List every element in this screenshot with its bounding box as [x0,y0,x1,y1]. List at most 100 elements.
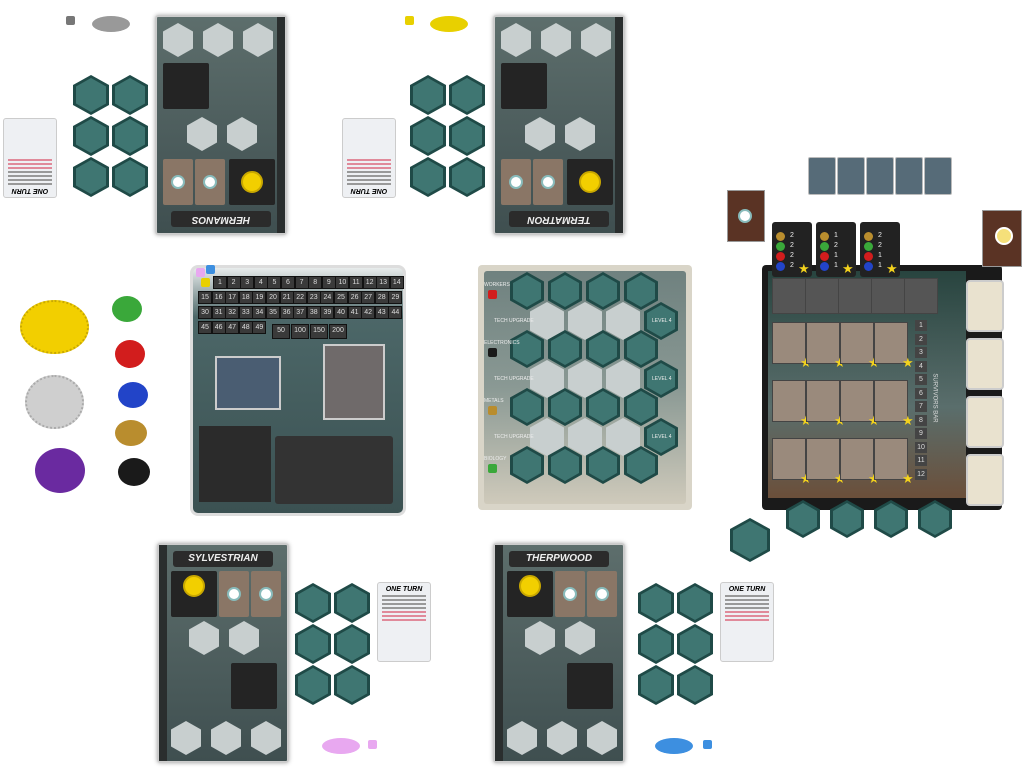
tech-action-hex[interactable] [624,272,658,310]
player-marker-sylvestrian[interactable] [322,738,360,754]
level-4-hex[interactable] [644,418,678,456]
tech-action-hex[interactable] [548,272,582,310]
survivor-tile[interactable] [966,280,1004,332]
survivor-card[interactable] [772,380,806,422]
action-hex-tile[interactable] [295,624,331,664]
black-cube-pile[interactable] [118,458,150,486]
top-card[interactable] [895,157,923,195]
action-hex-tile[interactable] [677,624,713,664]
player-cube-sylvestrian[interactable] [368,740,377,749]
action-hex-tile[interactable] [677,665,713,705]
purple-worker-pile[interactable] [35,448,85,493]
tech-action-hex[interactable] [586,330,620,368]
tech-action-hex[interactable] [548,446,582,484]
action-hex-tile[interactable] [449,75,485,115]
survivor-card[interactable] [840,322,874,364]
tech-action-hex[interactable] [624,388,658,426]
action-hex-tile[interactable] [638,583,674,623]
tech-action-hex[interactable] [510,446,544,484]
tech-upgrade-hex[interactable] [530,418,564,456]
tech-upgrade-hex[interactable] [568,418,602,456]
survivor-card[interactable] [806,322,840,364]
survivor-card[interactable] [874,322,908,364]
tech-action-hex[interactable] [586,446,620,484]
player-marker-termatron[interactable] [430,16,468,32]
tech-action-hex[interactable] [586,388,620,426]
green-cube-pile[interactable] [112,296,142,322]
tech-action-hex[interactable] [510,272,544,310]
top-card[interactable] [924,157,952,195]
survivor-card[interactable] [840,380,874,422]
action-hex-tile[interactable] [410,116,446,156]
action-hex-tile[interactable] [334,624,370,664]
tech-upgrade-hex[interactable] [568,360,602,398]
one-turn-card[interactable]: ONE TURN [342,118,396,198]
event-deck[interactable] [323,344,385,420]
gold-coin-pile[interactable] [20,300,89,354]
action-hex-tile[interactable] [410,75,446,115]
action-hex-tile[interactable] [449,116,485,156]
action-hex-tile[interactable] [295,583,331,623]
survivor-card[interactable] [806,380,840,422]
tech-action-hex[interactable] [548,388,582,426]
top-card[interactable] [837,157,865,195]
player-marker-therpwood[interactable] [655,738,693,754]
tech-upgrade-hex[interactable] [606,302,640,340]
action-hex-tile[interactable] [638,624,674,664]
tech-action-hex[interactable] [510,388,544,426]
action-hex-tile[interactable] [334,665,370,705]
tech-upgrade-hex[interactable] [530,302,564,340]
survivor-card[interactable] [874,380,908,422]
score-marker-pink[interactable] [196,268,205,277]
action-hex-tile[interactable] [112,157,148,197]
blue-cube-pile[interactable] [118,382,148,408]
action-hex-tile[interactable] [73,157,109,197]
tech-upgrade-hex[interactable] [606,360,640,398]
tech-action-hex[interactable] [548,330,582,368]
top-card[interactable] [808,157,836,195]
score-marker-yellow[interactable] [201,278,210,287]
brown-cube-pile[interactable] [115,420,147,446]
draw-deck[interactable] [215,356,281,410]
player-cube-termatron[interactable] [405,16,414,25]
tech-action-hex[interactable] [510,330,544,368]
player-cube-hermanos[interactable] [66,16,75,25]
tech-action-hex[interactable] [624,330,658,368]
survivor-card[interactable] [874,438,908,480]
one-turn-card[interactable]: ONE TURN [3,118,57,198]
survivor-tile[interactable] [966,454,1004,506]
survivor-card[interactable] [806,438,840,480]
survivor-card[interactable] [840,438,874,480]
tech-upgrade-hex[interactable] [530,360,564,398]
action-hex-tile[interactable] [677,583,713,623]
player-cube-therpwood[interactable] [703,740,712,749]
top-card[interactable] [866,157,894,195]
one-turn-card[interactable]: ONE TURN [720,582,774,662]
survivor-tile[interactable] [966,396,1004,448]
tech-upgrade-hex[interactable] [606,418,640,456]
score-marker-blue[interactable] [206,265,215,274]
action-hex-tile[interactable] [449,157,485,197]
gray-token-pile[interactable] [25,375,84,429]
tech-upgrade-hex[interactable] [568,302,602,340]
level-4-hex[interactable] [644,360,678,398]
deck-right[interactable] [982,210,1022,267]
one-turn-card[interactable]: ONE TURN [377,582,431,662]
action-hex-tile[interactable] [112,75,148,115]
survivor-card[interactable] [772,438,806,480]
tech-action-hex[interactable] [586,272,620,310]
red-cube-pile[interactable] [115,340,145,368]
action-hex-tile[interactable] [638,665,674,705]
action-hex-tile[interactable] [112,116,148,156]
action-hex-tile[interactable] [295,665,331,705]
player-marker-hermanos[interactable] [92,16,130,32]
deck-left[interactable] [727,190,765,242]
action-hex-tile[interactable] [334,583,370,623]
survivor-card[interactable] [772,322,806,364]
action-hex-tile[interactable] [410,157,446,197]
survivor-tile[interactable] [966,338,1004,390]
level-4-hex[interactable] [644,302,678,340]
